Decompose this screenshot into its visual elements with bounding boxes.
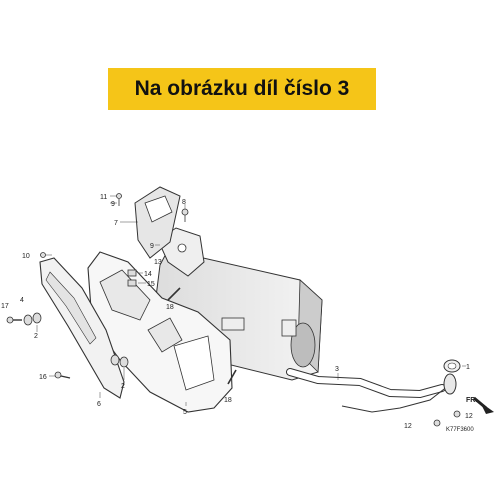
callout-label: 14 [144,271,152,278]
callout-label: 18 [224,397,232,404]
side-cover [39,257,125,399]
callout-label: 15 [147,281,155,288]
banner-text: Na obrázku díl číslo 3 [134,77,350,100]
callout-label: 12 [465,413,473,420]
fasteners [6,193,461,427]
part-number-banner: Na obrázku díl číslo 3 [108,68,376,110]
callout-label: 7 [114,220,118,227]
callout-label: 5 [183,409,187,416]
callout-label: 9 [150,243,154,250]
callout-labels: 1 2 2 3 4 5 6 7 8 9 9 10 11 12 12 13 14 … [1,194,473,430]
callout-label: 11 [100,194,107,201]
gasket [443,359,461,373]
diagram-code: K77F3600 [446,427,474,433]
callout-label: 2 [34,333,38,340]
callout-label: 16 [39,374,47,381]
front-label: FR. [466,397,477,404]
callout-label: 3 [335,366,339,373]
leader-lines [36,195,466,406]
exhaust-pipe [286,368,457,413]
exhaust-cap [134,186,181,259]
callout-label: 13 [154,259,162,266]
heat-shield [87,251,233,413]
callout-label: 8 [182,199,186,206]
callout-label: 4 [20,297,24,304]
front-direction-arrow: FR. [466,396,494,414]
callout-label: 12 [404,423,412,430]
callout-label: 9 [111,201,115,208]
callout-label: 2 [121,383,125,390]
callout-label: 1 [466,364,470,371]
callout-label: 18 [166,304,174,311]
callout-label: 6 [97,401,101,408]
callout-label: 10 [22,253,30,260]
callout-label: 17 [1,303,9,310]
